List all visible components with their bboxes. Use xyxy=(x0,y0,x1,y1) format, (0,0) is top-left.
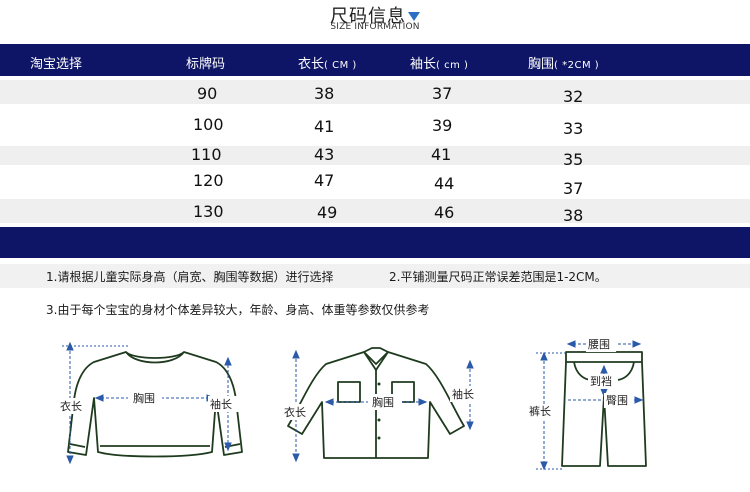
page-subtitle: SIZE INFORMATION xyxy=(330,22,420,32)
cell-chest: 38 xyxy=(563,206,584,225)
header-sleeve-label: 袖长 xyxy=(410,57,437,72)
cell-length: 49 xyxy=(317,203,338,222)
sweater-diagram: 衣长 胸围 袖长 xyxy=(58,341,243,465)
header-chest: 胸围( *2CM ) xyxy=(528,53,599,72)
label-bg xyxy=(58,398,86,414)
header-tag: 标牌码 xyxy=(186,57,226,72)
shirt-chest-label: 胸围 xyxy=(372,395,394,409)
triangle-down-icon xyxy=(408,12,420,21)
sweater-sleeve-label: 袖长 xyxy=(210,397,232,411)
shirt-buttons xyxy=(377,382,381,440)
header-sleeve-unit: ( cm ) xyxy=(436,60,469,71)
row-stripe xyxy=(0,199,750,223)
page-title: 尺码信息 xyxy=(330,6,406,27)
table-footer-bar xyxy=(0,227,750,258)
label-bg xyxy=(368,394,402,410)
pants-diagram: 腰围 到裆 臀围 裤长 xyxy=(528,337,647,471)
notes-stripe xyxy=(0,264,750,288)
sweater-length-label: 衣长 xyxy=(60,399,82,413)
cell-chest: 35 xyxy=(563,150,584,169)
row-stripe xyxy=(0,146,750,165)
label-bg xyxy=(208,396,240,412)
label-bg xyxy=(528,404,558,419)
label-bg xyxy=(128,390,162,406)
header-length-unit: ( CM ) xyxy=(324,60,357,71)
shirt-sleeve-label: 袖长 xyxy=(452,387,474,401)
sweater-chest-label: 胸围 xyxy=(133,391,155,405)
note-2: 2.平铺测量尺码正常误差范围是1-2CM。 xyxy=(389,270,607,284)
label-bg xyxy=(586,337,616,352)
label-bg xyxy=(588,374,618,389)
label-bg xyxy=(604,393,634,408)
cell-length: 43 xyxy=(314,145,335,164)
pants-length-label: 裤长 xyxy=(529,404,551,418)
header-taobao: 淘宝选择 xyxy=(30,57,83,72)
title-block: 尺码信息 xyxy=(0,2,750,28)
label-bg xyxy=(282,404,310,420)
cell-sleeve: 41 xyxy=(431,145,452,164)
header-sleeve: 袖长( cm ) xyxy=(410,53,468,72)
cell-length: 41 xyxy=(314,117,335,136)
header-chest-label: 胸围 xyxy=(528,57,555,72)
table-header: 淘宝选择 标牌码 衣长( CM ) 袖长( cm ) 胸围( *2CM ) xyxy=(0,44,750,76)
shirt-length-label: 衣长 xyxy=(284,405,306,419)
cell-sleeve: 44 xyxy=(434,174,455,193)
cell-length: 38 xyxy=(314,84,335,103)
cell-tag: 120 xyxy=(193,171,224,190)
header-length: 衣长( CM ) xyxy=(298,53,357,72)
cell-sleeve: 39 xyxy=(432,116,453,135)
cell-chest: 32 xyxy=(563,87,584,106)
cell-length: 47 xyxy=(314,171,335,190)
cell-tag: 110 xyxy=(191,145,222,164)
pants-waist-label: 腰围 xyxy=(588,338,610,351)
note-3: 3.由于每个宝宝的身材个体差异较大，年龄、身高、体重等参数仅供参考 xyxy=(46,303,430,317)
shirt-diagram: 衣长 胸围 袖长 xyxy=(282,347,478,463)
note-1: 1.请根据儿童实际身高（肩宽、胸围等数据）进行选择 xyxy=(46,270,334,284)
cell-sleeve: 46 xyxy=(434,203,455,222)
header-chest-unit: ( *2CM ) xyxy=(554,60,600,71)
cell-chest: 33 xyxy=(563,119,584,138)
sweater-outline xyxy=(67,351,243,458)
cell-tag: 100 xyxy=(193,115,224,134)
shirt-outline xyxy=(287,347,465,459)
cell-chest: 37 xyxy=(563,179,584,198)
cell-tag: 130 xyxy=(193,202,224,221)
cell-sleeve: 37 xyxy=(432,84,453,103)
row-stripe xyxy=(0,80,750,104)
header-length-label: 衣长 xyxy=(298,57,325,72)
pants-hip-label: 臀围 xyxy=(606,394,628,407)
pants-rise-label: 到裆 xyxy=(590,375,612,388)
label-bg xyxy=(450,386,478,402)
cell-tag: 90 xyxy=(197,84,218,103)
